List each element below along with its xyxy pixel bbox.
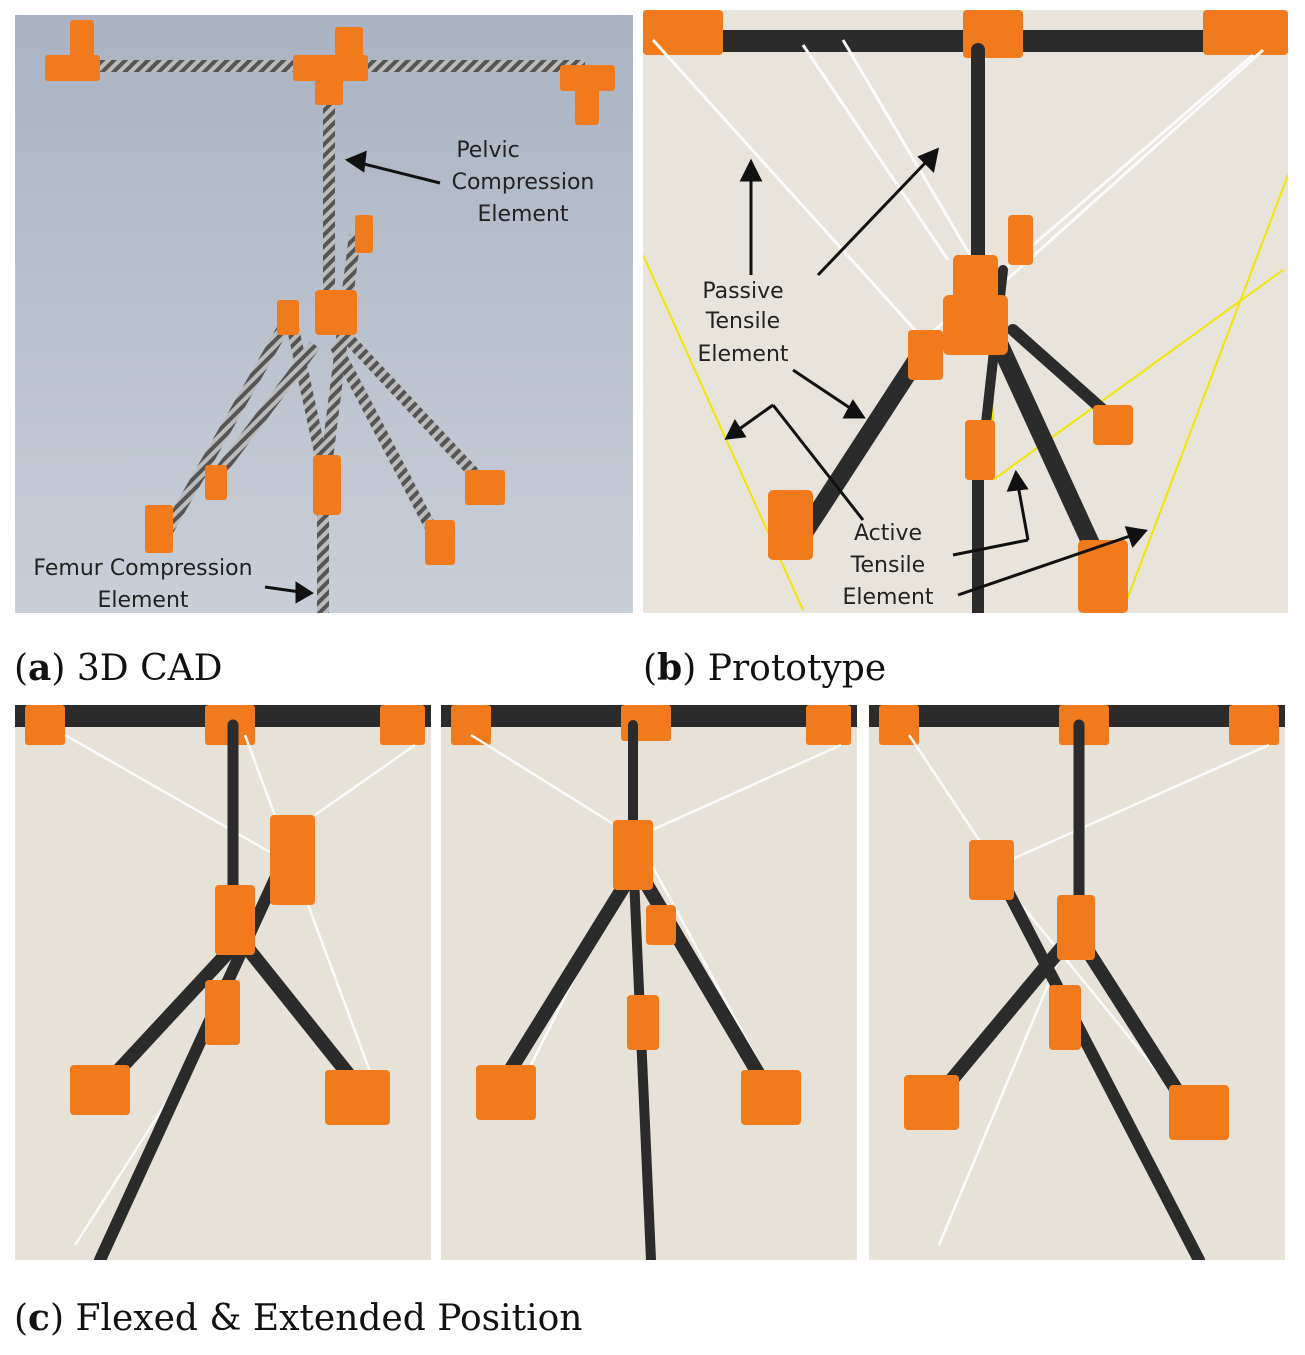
caption-b: (b) Prototype <box>643 647 887 689</box>
active-label-line1: Active <box>854 521 922 546</box>
femur-label-line2: Element <box>97 588 188 613</box>
caption-b-letter: b <box>657 647 683 689</box>
caption-c-text: Flexed & Extended Position <box>75 1298 583 1339</box>
pelvic-label-line2: Compression <box>452 170 595 195</box>
panel-a-cad-render: Pelvic Compression Element Femur Compres… <box>15 15 633 613</box>
caption-c-letter: c <box>28 1297 50 1339</box>
flexed-position-photo <box>15 705 431 1260</box>
caption-b-text: Prototype <box>707 648 887 689</box>
caption-a: (a) 3D CAD <box>14 647 223 689</box>
pelvic-label-line3: Element <box>477 202 568 227</box>
panel-c-neutral-photo <box>441 705 857 1260</box>
pelvic-label-line1: Pelvic <box>456 138 519 163</box>
passive-label-line2: Tensile <box>705 309 780 334</box>
panel-c-extended-photo <box>869 705 1285 1260</box>
active-label-line2: Tensile <box>850 553 925 578</box>
femur-label-line1: Femur Compression <box>33 556 252 581</box>
neutral-position-photo <box>441 705 857 1260</box>
panel-b-prototype-photo: Passive Tensile Element Active Tensile E… <box>643 10 1288 613</box>
panel-c-flexed-photo <box>15 705 431 1260</box>
caption-c: (c) Flexed & Extended Position <box>14 1297 583 1339</box>
caption-a-letter: a <box>28 647 52 689</box>
prototype-photo-figure: Passive Tensile Element Active Tensile E… <box>643 10 1288 613</box>
cad-render-figure: Pelvic Compression Element Femur Compres… <box>15 15 633 613</box>
active-label-line3: Element <box>842 585 933 610</box>
passive-label-line3: Element <box>697 342 788 367</box>
extended-position-photo <box>869 705 1285 1260</box>
passive-label-line1: Passive <box>702 279 783 304</box>
caption-a-text: 3D CAD <box>76 648 223 689</box>
